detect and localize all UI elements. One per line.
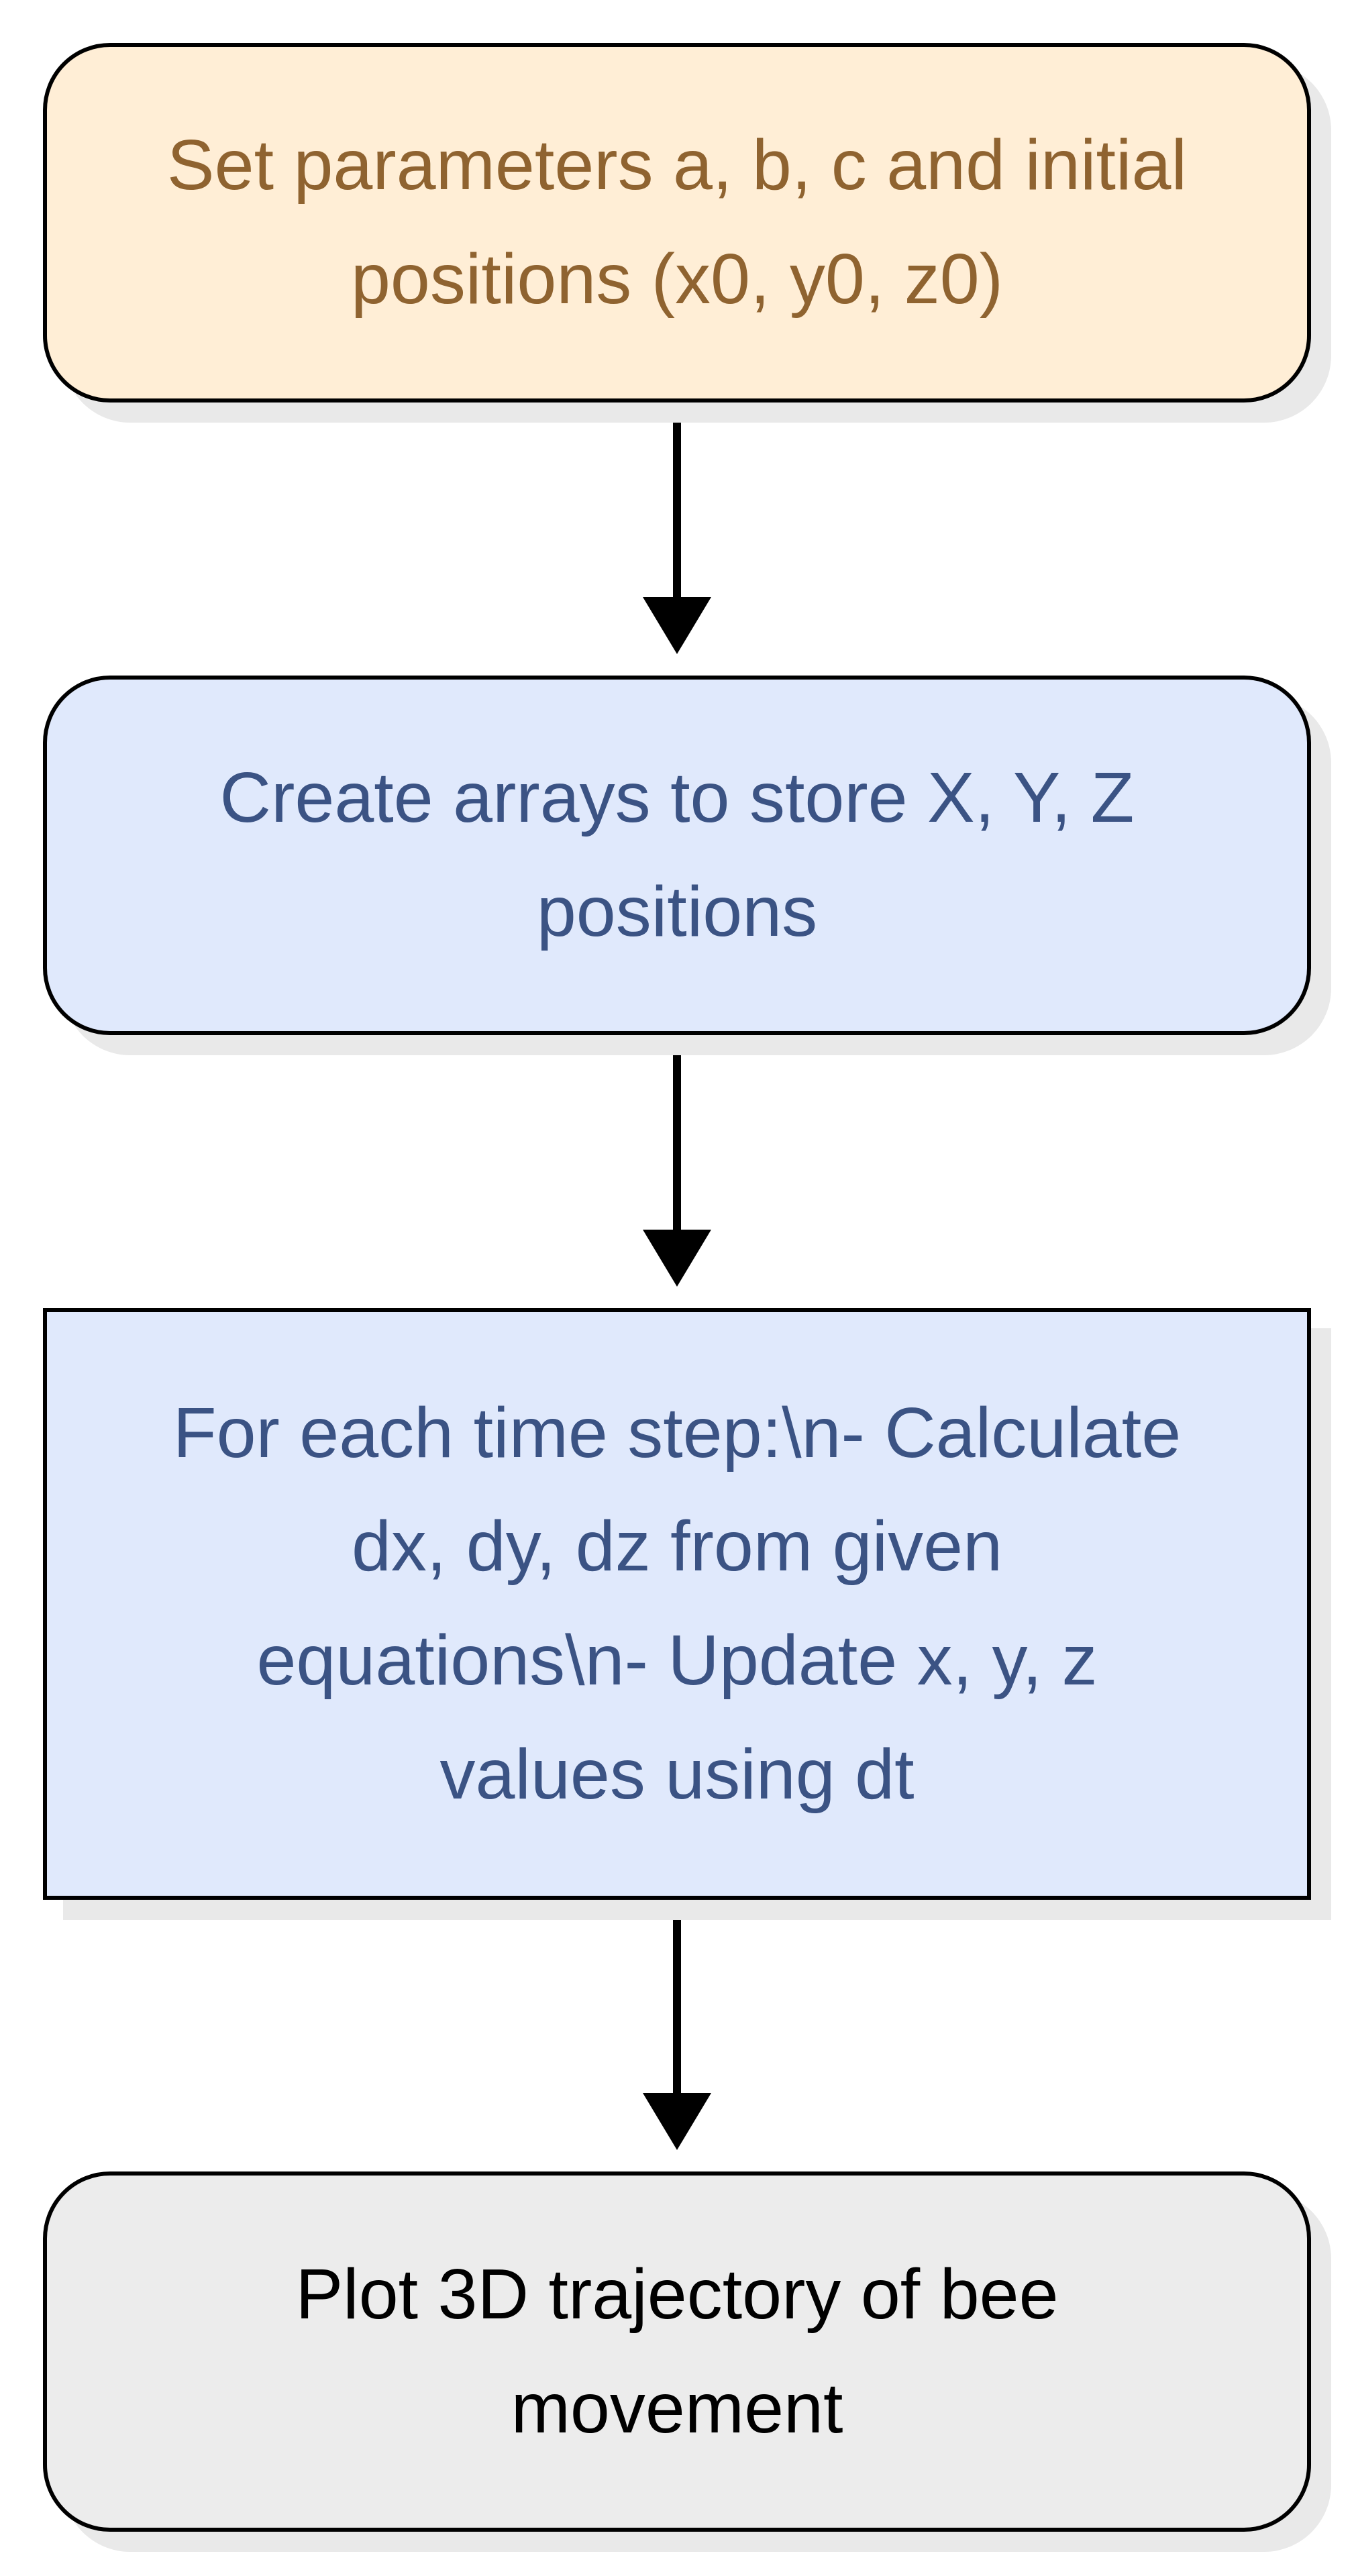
edge-create-arrays-to-time-step-loop — [643, 1035, 711, 1287]
node-create-arrays-label: Create arrays to store X, Y, Z positions — [219, 758, 1135, 951]
edge-set-params-to-create-arrays — [643, 402, 711, 654]
node-set-params[interactable]: Set parameters a, b, c and initial posit… — [43, 43, 1311, 402]
node-time-step-loop[interactable]: For each time step:\n- Calculate dx, dy,… — [43, 1308, 1311, 1900]
node-create-arrays[interactable]: Create arrays to store X, Y, Z positions — [43, 676, 1311, 1035]
node-plot-trajectory[interactable]: Plot 3D trajectory of bee movement — [43, 2171, 1311, 2532]
node-time-step-loop-label: For each time step:\n- Calculate dx, dy,… — [172, 1393, 1182, 1814]
edge-time-step-loop-to-plot-trajectory — [643, 1900, 711, 2150]
node-set-params-label: Set parameters a, b, c and initial posit… — [166, 125, 1188, 319]
node-plot-trajectory-label: Plot 3D trajectory of bee movement — [295, 2254, 1059, 2448]
